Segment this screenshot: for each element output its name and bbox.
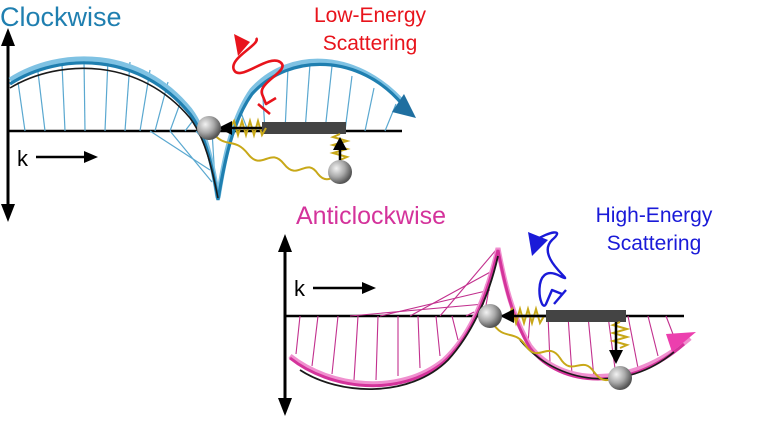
high-energy-photon [535,231,567,307]
clockwise-k-vector: k [17,146,98,171]
anticlockwise-ball-bottom [608,366,632,390]
clockwise-coupling-spring [211,131,341,181]
anticlockwise-rod [546,310,626,322]
clockwise-rod [262,122,346,134]
anticlockwise-k-vector: k [294,276,376,301]
clockwise-vertical-axis [1,28,15,222]
high-energy-photon-arrowhead-icon [528,232,548,256]
low-energy-photon [232,37,284,115]
anticlockwise-left-arrow-icon [500,309,514,323]
clockwise-panel: Clockwise k Low-Energy Scattering [0,2,427,222]
anticlockwise-ball-left [478,304,502,328]
low-energy-label-line2: Scattering [323,32,418,55]
clockwise-wave [9,61,404,201]
anticlockwise-wave-core [299,255,499,390]
clockwise-ball-bottom [328,160,352,184]
high-energy-label-line1: High-Energy [596,204,713,227]
clockwise-wave-core [9,67,219,199]
anticlockwise-wave-spokes [295,249,677,381]
clockwise-k-label: k [17,146,29,171]
clockwise-title: Clockwise [0,2,122,32]
anticlockwise-wave-envelope [288,247,692,387]
anticlockwise-panel: Anticlockwise k High-Energy Scattering [278,202,713,416]
low-energy-photon-arrowhead-icon [234,34,250,56]
anticlockwise-k-label: k [294,276,306,301]
anticlockwise-vertical-axis [278,234,292,416]
clockwise-left-arrow-icon [218,121,232,135]
high-energy-label-line2: Scattering [607,232,702,255]
clockwise-up-arrow-icon [333,137,347,150]
clockwise-ball-left [197,116,221,140]
anticlockwise-wave [289,249,685,388]
low-energy-label-line1: Low-Energy [314,4,427,27]
anticlockwise-down-arrow-icon [609,350,623,364]
anticlockwise-wave-arrowhead-icon [666,332,696,352]
anticlockwise-coupling-spring [491,321,621,381]
clockwise-wave-arrowhead-icon [392,94,416,118]
anticlockwise-title: Anticlockwise [296,202,446,230]
anticlockwise-wave-core-right [519,339,675,380]
